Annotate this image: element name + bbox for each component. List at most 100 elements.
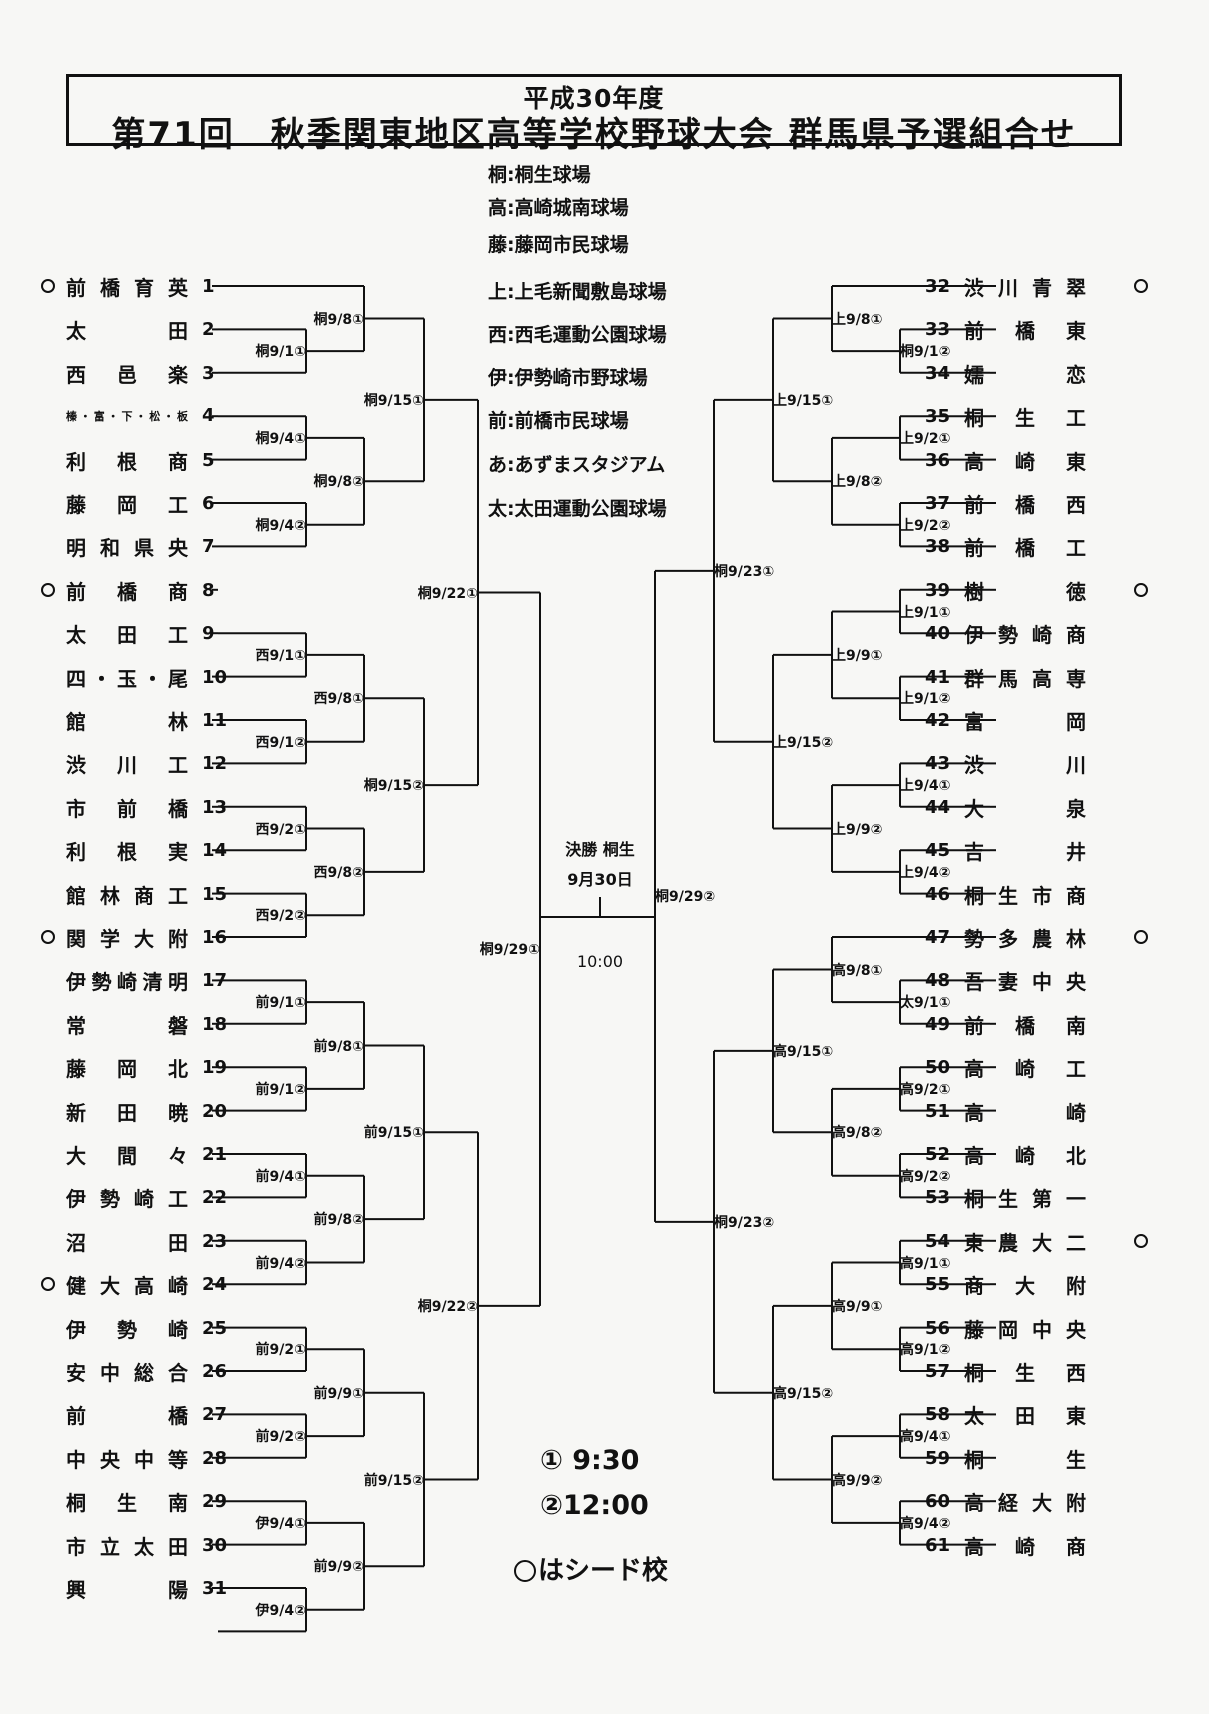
match-label: 上9/1② (900, 691, 951, 708)
team-name: 群馬高専 (964, 666, 1086, 691)
match-label: 伊9/4① (255, 1515, 306, 1532)
team-row: 35 桐生工 (925, 402, 1086, 431)
match-label: 前9/15① (363, 1125, 424, 1142)
team-number: 4 (202, 405, 215, 427)
team-row: 41 群馬高専 (925, 663, 1086, 692)
time-note-1: ① 9:30 (540, 1445, 640, 1476)
team-name: 吉井 (964, 840, 1086, 865)
match-label: 上9/1① (900, 604, 951, 621)
team-name: 前橋 (66, 1404, 188, 1429)
team-number: 53 (924, 1187, 950, 1209)
team-name: 高経大附 (964, 1491, 1086, 1516)
seed-note: はシード校 (514, 1550, 668, 1587)
team-number: 47 (924, 927, 950, 948)
match-label: 高9/8① (832, 962, 883, 979)
team-number: 46 (924, 883, 950, 905)
seed-circle-icon (41, 279, 55, 293)
team-name: 館林 (66, 710, 188, 734)
team-row: 46 桐生市商 (925, 880, 1086, 909)
team-number: 51 (924, 1100, 950, 1122)
team-name: 吾妻中央 (964, 970, 1086, 995)
team-name: 渋川工 (66, 753, 188, 778)
team-number: 56 (924, 1317, 950, 1339)
team-name: 太田工 (66, 623, 188, 648)
final-time: 10:00 (576, 952, 624, 971)
team-name: 太田東 (964, 1404, 1086, 1429)
team-name: 高崎商 (964, 1534, 1086, 1559)
team-number: 45 (924, 840, 950, 862)
match-label: 桐9/23① (714, 563, 775, 580)
seed-circle-icon (41, 1277, 55, 1292)
match-label: 西9/8② (313, 864, 364, 881)
match-label: 高9/1② (900, 1342, 951, 1359)
seed-circle-icon (1134, 582, 1148, 597)
match-label: 前9/8② (313, 1212, 364, 1229)
match-label: 桐9/23② (714, 1214, 775, 1231)
team-number: 6 (202, 493, 215, 514)
venue-item: あ:あずまスタジアム (488, 454, 666, 476)
team-number: 41 (924, 666, 950, 688)
team-number: 40 (924, 623, 950, 645)
match-label: 上9/15① (773, 392, 834, 409)
team-number: 60 (924, 1491, 950, 1513)
team-name: 桐生市商 (964, 883, 1086, 908)
match-label: 桐9/1② (900, 344, 951, 361)
team-number: 35 (924, 406, 950, 428)
team-name: 高崎北 (964, 1144, 1086, 1168)
match-label: 前9/1① (255, 995, 306, 1012)
team-name: 榛・富・下・松・板 (66, 409, 188, 423)
team-name: 高崎 (964, 1100, 1086, 1125)
team-number: 13 (202, 796, 228, 818)
match-label: 桐9/22① (417, 585, 478, 602)
match-label: 桐9/15② (363, 778, 424, 795)
team-number: 12 (202, 753, 228, 775)
match-label: 西9/1① (255, 647, 306, 664)
match-label: 前9/9① (313, 1385, 364, 1402)
match-label: 桐9/1① (255, 344, 306, 361)
team-number: 38 (924, 536, 950, 558)
team-number: 43 (924, 753, 950, 775)
match-label: 上9/9② (832, 821, 883, 838)
venue-item: 高:高崎城南球場 (488, 197, 629, 219)
match-label: 高9/15① (773, 1043, 834, 1060)
team-number: 57 (924, 1361, 950, 1382)
match-label: 上9/8① (832, 311, 883, 328)
team-number: 33 (924, 319, 950, 341)
team-name: 前橋育英 (66, 276, 188, 300)
match-label: 前9/2① (255, 1342, 306, 1359)
team-name: 桐生工 (964, 406, 1086, 431)
team-number: 15 (202, 883, 228, 905)
venue-item: 上:上毛新聞敷島球場 (488, 281, 667, 303)
team-row: 60 高経大附 (925, 1487, 1086, 1516)
match-label: 伊9/4② (255, 1602, 306, 1619)
match-label: 桐9/29① (479, 942, 540, 959)
team-name: 伊勢崎清明 (66, 970, 188, 995)
match-label: 高9/4① (900, 1429, 951, 1446)
match-label: 高9/8② (832, 1125, 883, 1142)
team-name: 西邑楽 (66, 362, 188, 387)
team-name: 樹徳 (964, 579, 1086, 604)
match-label: 前9/8① (313, 1038, 364, 1055)
team-number: 58 (924, 1404, 950, 1426)
match-label: 高9/15② (773, 1385, 834, 1402)
team-number: 25 (202, 1317, 228, 1339)
match-label: 西9/1② (255, 734, 306, 751)
